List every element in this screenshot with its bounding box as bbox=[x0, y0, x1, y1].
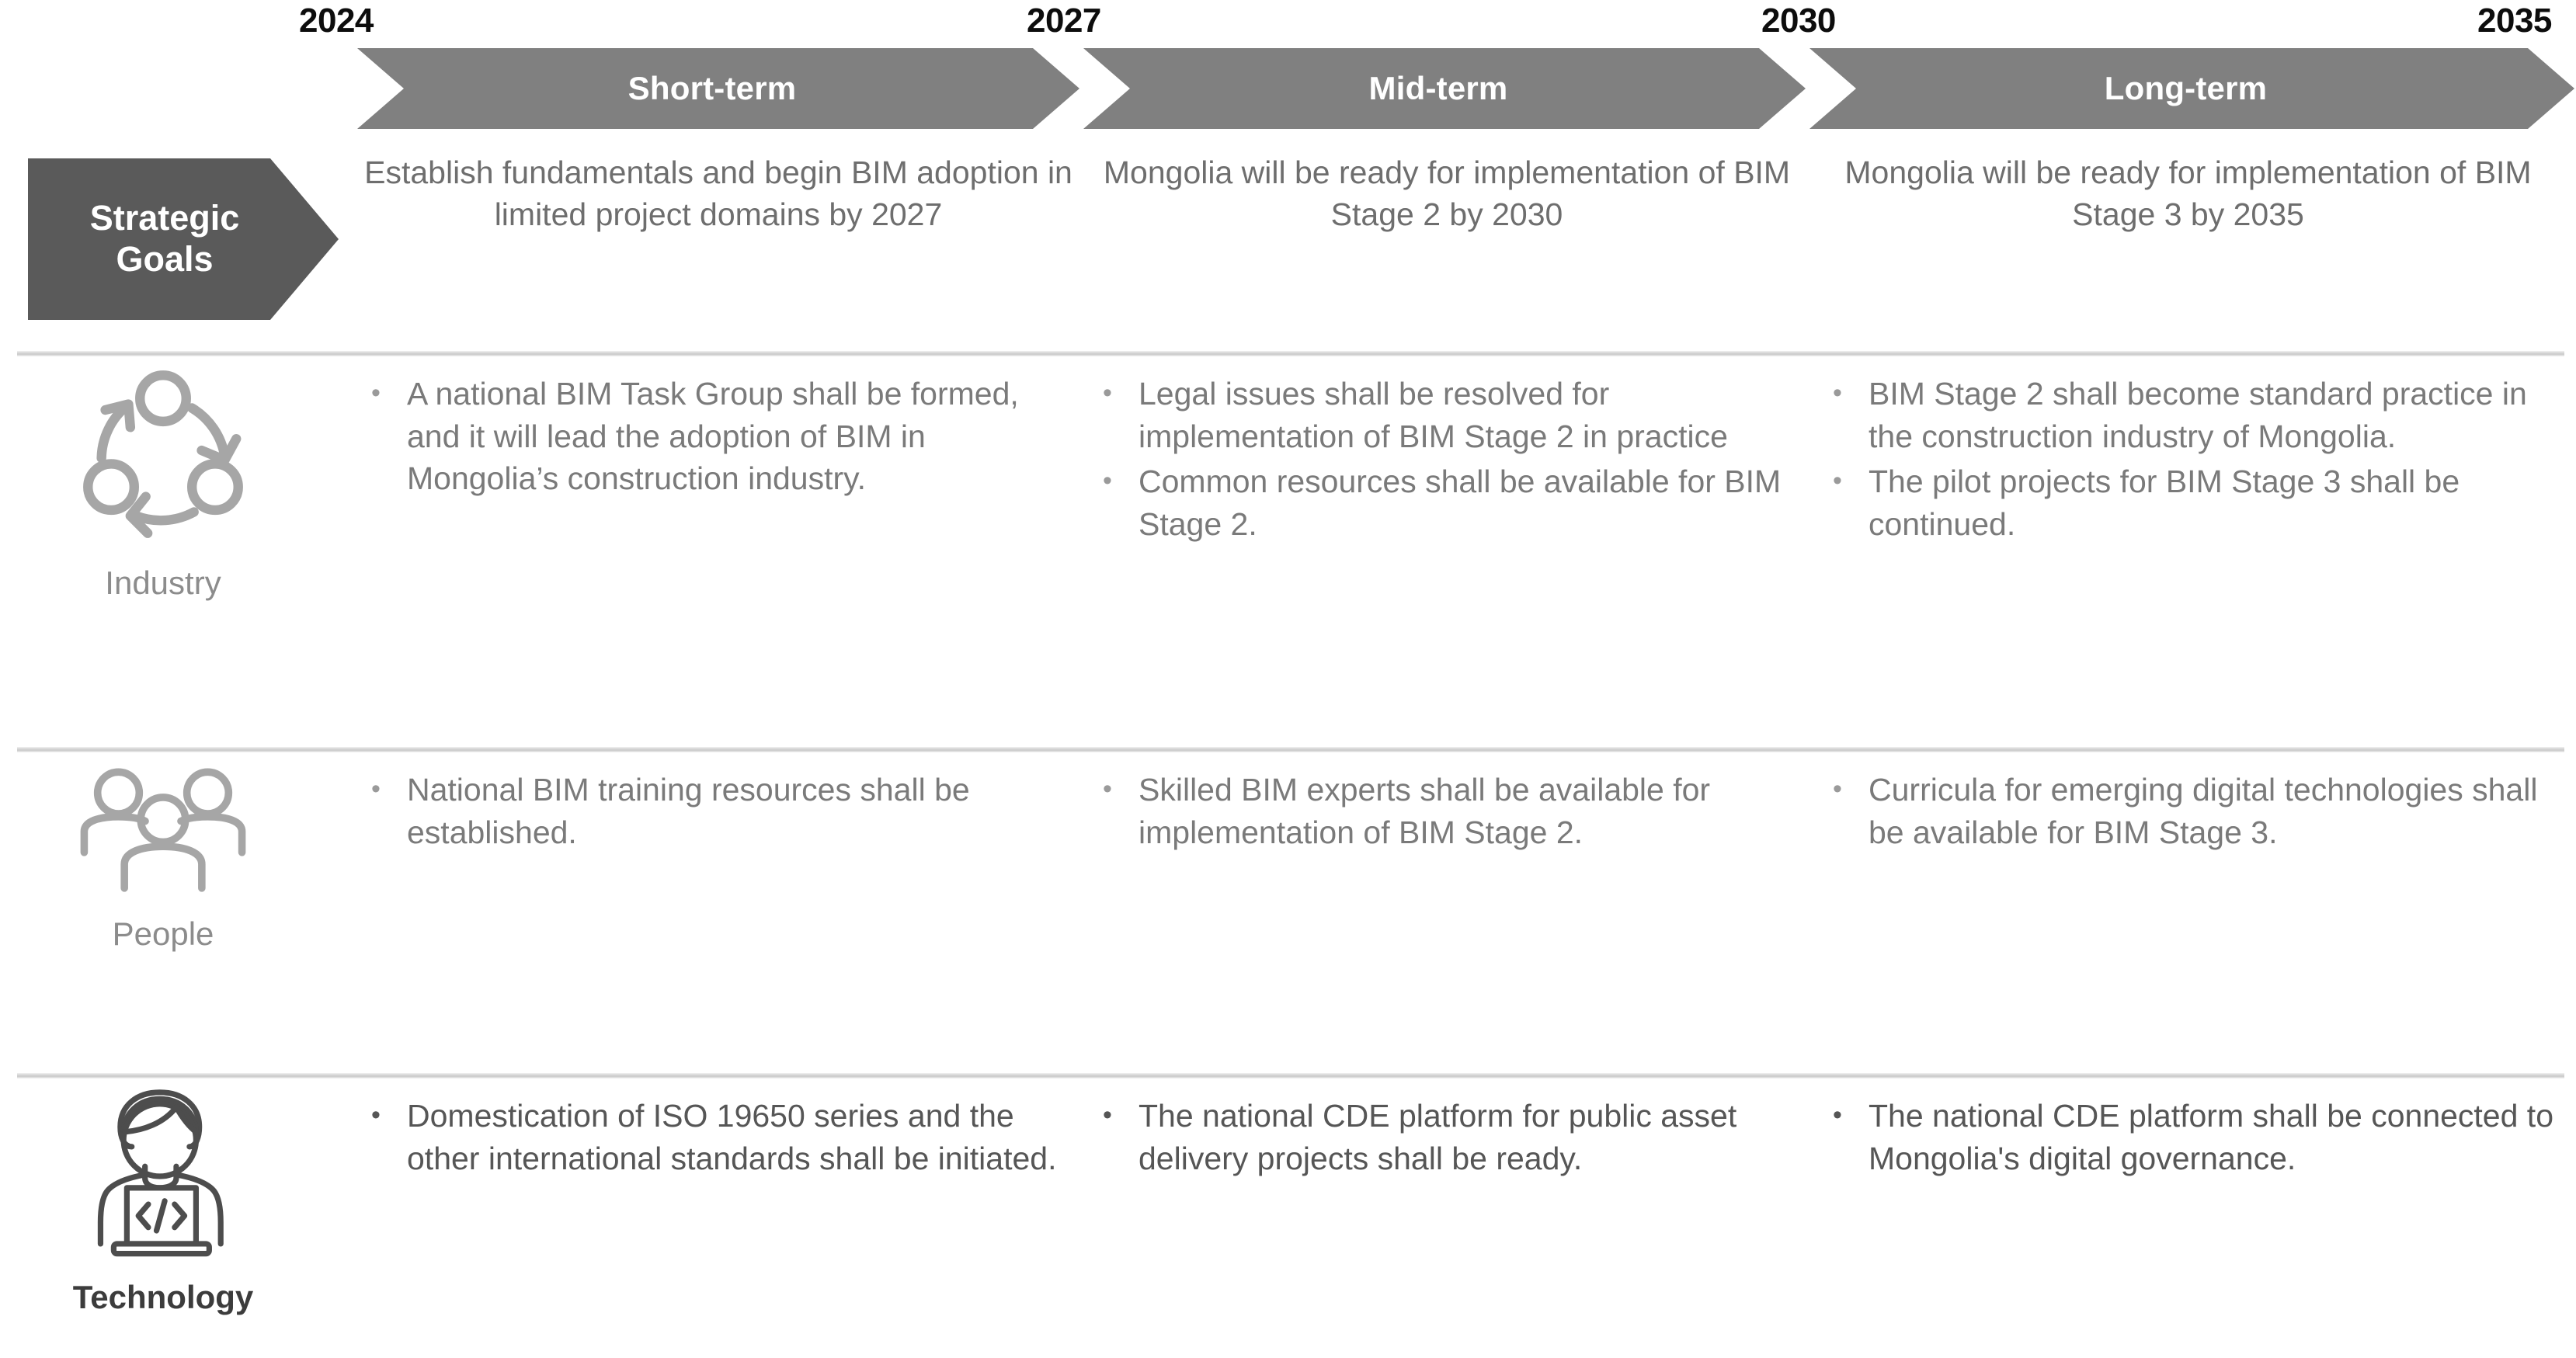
bullet-dot-icon: • bbox=[1103, 378, 1112, 408]
list-item: • Skilled BIM experts shall be available… bbox=[1103, 769, 1802, 853]
bullet-dot-icon: • bbox=[1103, 1100, 1112, 1130]
people-long-term-column: • Curricula for emerging digital technol… bbox=[1833, 769, 2563, 856]
bullet-dot-icon: • bbox=[1103, 466, 1112, 496]
year-label-2030: 2030 bbox=[1761, 2, 1836, 40]
industry-mid-term-column: • Legal issues shall be resolved for imp… bbox=[1103, 373, 1802, 548]
row-industry: Industry • A national BIM Task Group sha… bbox=[0, 362, 2576, 742]
phase-label-long-term: Long-term bbox=[2104, 70, 2268, 106]
technology-long-term-column: • The national CDE platform shall be con… bbox=[1833, 1095, 2563, 1183]
people-short-term-column: • National BIM training resources shall … bbox=[371, 769, 1070, 856]
list-item-text: Legal issues shall be resolved for imple… bbox=[1139, 376, 1728, 454]
bullet-dot-icon: • bbox=[1833, 378, 1842, 408]
year-label-2024: 2024 bbox=[299, 2, 374, 40]
row-people: People • National BIM training resources… bbox=[0, 758, 2576, 1068]
row-technology: Technology • Domestication of ISO 19650 … bbox=[0, 1084, 2576, 1358]
bullet-dot-icon: • bbox=[371, 1100, 381, 1130]
year-label-2035: 2035 bbox=[2477, 2, 2552, 40]
list-item: • Curricula for emerging digital technol… bbox=[1833, 769, 2563, 853]
list-item-text: BIM Stage 2 shall become standard practi… bbox=[1869, 376, 2527, 454]
industry-short-term-column: • A national BIM Task Group shall be for… bbox=[371, 373, 1070, 503]
list-item: • National BIM training resources shall … bbox=[371, 769, 1070, 853]
list-item: • The pilot projects for BIM Stage 3 sha… bbox=[1833, 460, 2563, 545]
list-item: • BIM Stage 2 shall become standard prac… bbox=[1833, 373, 2563, 457]
bullet-dot-icon: • bbox=[1833, 466, 1842, 496]
people-group-icon bbox=[74, 758, 252, 909]
strategic-goals-tag-label: Strategic Goals bbox=[48, 198, 281, 280]
phase-chevron-short-term: Short-term bbox=[357, 48, 1079, 129]
list-item-text: Skilled BIM experts shall be available f… bbox=[1139, 772, 1711, 850]
row-people-icon-cell: People bbox=[31, 758, 295, 953]
bullet-dot-icon: • bbox=[371, 774, 381, 804]
cycle-arrows-icon bbox=[67, 362, 259, 558]
row-label-technology: Technology bbox=[72, 1279, 254, 1315]
strategic-goals-tag-line2: Goals bbox=[116, 239, 214, 279]
developer-laptop-code-icon bbox=[81, 1084, 245, 1273]
row-industry-icon-cell: Industry bbox=[31, 362, 295, 602]
people-mid-term-column: • Skilled BIM experts shall be available… bbox=[1103, 769, 1802, 856]
list-item: • The national CDE platform for public a… bbox=[1103, 1095, 1802, 1179]
list-item-text: A national BIM Task Group shall be forme… bbox=[407, 376, 1019, 497]
row-label-industry: Industry bbox=[105, 564, 221, 601]
list-item-text: Domestication of ISO 19650 series and th… bbox=[407, 1098, 1057, 1176]
strategic-goal-short-term: Establish fundamentals and begin BIM ado… bbox=[364, 155, 1072, 232]
list-item-text: Curricula for emerging digital technolog… bbox=[1869, 772, 2538, 850]
timeline-years: 2024 2027 2030 2035 bbox=[0, 0, 2576, 48]
row-label-people: People bbox=[112, 915, 214, 952]
row-technology-icon-cell: Technology bbox=[31, 1084, 295, 1316]
row-divider-bottom bbox=[17, 1073, 2564, 1078]
list-item: • The national CDE platform shall be con… bbox=[1833, 1095, 2563, 1179]
list-item-text: The national CDE platform shall be conne… bbox=[1869, 1098, 2554, 1176]
industry-long-term-column: • BIM Stage 2 shall become standard prac… bbox=[1833, 373, 2563, 548]
year-label-2027: 2027 bbox=[1027, 2, 1101, 40]
list-item-text: The national CDE platform for public ass… bbox=[1139, 1098, 1737, 1176]
row-divider-middle bbox=[17, 747, 2564, 752]
strategic-goal-long-term: Mongolia will be ready for implementatio… bbox=[1844, 155, 2532, 232]
technology-short-term-column: • Domestication of ISO 19650 series and … bbox=[371, 1095, 1070, 1183]
row-divider-top bbox=[17, 351, 2564, 356]
bullet-dot-icon: • bbox=[371, 378, 381, 408]
bullet-dot-icon: • bbox=[1833, 1100, 1842, 1130]
strategic-goals-tag-line1: Strategic bbox=[89, 198, 240, 238]
bullet-dot-icon: • bbox=[1833, 774, 1842, 804]
strategic-goals-tag: Strategic Goals bbox=[28, 158, 339, 320]
phase-chevron-mid-term: Mid-term bbox=[1083, 48, 1806, 129]
list-item: • Common resources shall be available fo… bbox=[1103, 460, 1802, 545]
bullet-dot-icon: • bbox=[1103, 774, 1112, 804]
phase-label-short-term: Short-term bbox=[627, 70, 797, 106]
technology-mid-term-column: • The national CDE platform for public a… bbox=[1103, 1095, 1802, 1183]
list-item: • Domestication of ISO 19650 series and … bbox=[371, 1095, 1070, 1179]
list-item-text: National BIM training resources shall be… bbox=[407, 772, 970, 850]
phase-label-mid-term: Mid-term bbox=[1368, 70, 1508, 106]
list-item-text: The pilot projects for BIM Stage 3 shall… bbox=[1869, 464, 2460, 542]
list-item-text: Common resources shall be available for … bbox=[1139, 464, 1782, 542]
timeline-phase-band: Short-term Mid-term Long-term bbox=[0, 48, 2576, 134]
phase-chevron-long-term: Long-term bbox=[1809, 48, 2574, 129]
strategic-goals-row: Strategic Goals Establish fundamentals a… bbox=[0, 152, 2576, 339]
list-item: • Legal issues shall be resolved for imp… bbox=[1103, 373, 1802, 457]
list-item: • A national BIM Task Group shall be for… bbox=[371, 373, 1070, 500]
strategic-goal-mid-term: Mongolia will be ready for implementatio… bbox=[1103, 155, 1791, 232]
